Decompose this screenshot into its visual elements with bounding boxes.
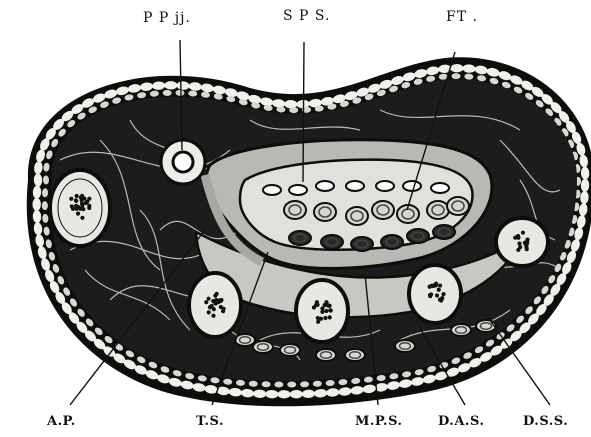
sheath-cell [346, 207, 368, 225]
sheath-cell [395, 340, 415, 352]
nucleus-dot [74, 199, 78, 203]
nucleus-dot [316, 316, 320, 320]
nucleus-dot [324, 309, 328, 313]
nucleus-dot [517, 241, 521, 245]
nucleus-dot [521, 231, 525, 235]
nucleus-dot [75, 194, 79, 198]
nucleus-dot [213, 294, 217, 298]
nucleus-dot [219, 305, 223, 309]
sheath-cell [376, 181, 394, 191]
leader-sps [303, 42, 304, 182]
lower-bundle-3 [409, 265, 461, 323]
nucleus-dot [428, 293, 432, 297]
nucleus-dot [438, 298, 442, 302]
nucleus-dot [518, 245, 522, 249]
nucleus-dot [207, 310, 211, 314]
label-ts: T.S. [196, 415, 224, 428]
sheath-cell [403, 181, 421, 191]
epidermal-cell [452, 73, 461, 79]
label-das: D.A.S. [438, 415, 484, 428]
nucleus-dot [326, 304, 330, 308]
nucleus-dot [208, 305, 212, 309]
nucleus-dot [69, 197, 73, 201]
label-dss: D.S.S. [523, 415, 568, 428]
sheath-cell [284, 201, 306, 219]
anterior-bundle [50, 170, 110, 246]
nucleus-dot [320, 310, 324, 314]
nucleus-dot [525, 239, 529, 243]
nucleus-dot [87, 206, 91, 210]
nucleus-dot [328, 308, 332, 312]
nucleus-dot [82, 196, 86, 200]
nucleus-dot [204, 300, 208, 304]
label-sps: S P S. [283, 9, 330, 23]
lower-bundle-2 [296, 280, 348, 342]
nucleus-dot [80, 203, 84, 207]
sheath-cell [345, 349, 365, 361]
sheath-cell [351, 237, 373, 251]
sheath-cell [289, 185, 307, 195]
sheath-cell [314, 203, 336, 221]
nucleus-dot [323, 316, 327, 320]
nucleus-dot [441, 292, 445, 296]
sheath-cell [431, 183, 449, 193]
sheath-cell [263, 185, 281, 195]
sheath-cell [316, 181, 334, 191]
nucleus-dot [76, 205, 80, 209]
nucleus-dot [524, 245, 528, 249]
label-ppjj: P P jj. [143, 11, 191, 25]
nucleus-dot [437, 288, 441, 292]
label-ap: A.P. [47, 415, 76, 428]
sheath-cell [407, 229, 429, 243]
sheath-cell [372, 201, 394, 219]
sheath-cell [316, 349, 336, 361]
label-mps: M.P.S. [355, 415, 403, 428]
pp-ring [161, 140, 205, 184]
nucleus-dot [216, 300, 220, 304]
nucleus-dot [211, 314, 215, 318]
sheath-cell [289, 231, 311, 245]
nucleus-dot [438, 283, 442, 287]
epidermal-cell [42, 201, 48, 210]
sheath-cell [447, 197, 469, 215]
nucleus-dot [76, 211, 80, 215]
sheath-cell [280, 344, 300, 356]
sheath-cell [321, 235, 343, 249]
lower-bundle-1 [189, 273, 241, 337]
sheath-cell [253, 341, 273, 353]
sheath-cell [451, 324, 471, 336]
sheath-cell [433, 225, 455, 239]
sheath-cell [381, 235, 403, 249]
nucleus-dot [206, 297, 210, 301]
nucleus-dot [315, 300, 319, 304]
nucleus-dot [80, 216, 84, 220]
sheath-cell [346, 181, 364, 191]
epidermal-cell [164, 81, 177, 89]
nucleus-dot [323, 303, 327, 307]
nucleus-dot [316, 320, 320, 324]
sheath-cell [427, 201, 449, 219]
nucleus-dot [513, 236, 517, 240]
epidermal-cell [450, 64, 463, 72]
epidermal-cell [278, 390, 291, 398]
nucleus-dot [435, 293, 439, 297]
nucleus-dot [328, 315, 332, 319]
label-ft: FT . [446, 10, 478, 24]
sheath-cell [476, 320, 496, 332]
right-bundle [496, 218, 548, 266]
nucleus-dot [430, 284, 434, 288]
nucleus-dot [70, 204, 74, 208]
nucleus-dot [87, 197, 91, 201]
nucleus-dot [434, 282, 438, 286]
